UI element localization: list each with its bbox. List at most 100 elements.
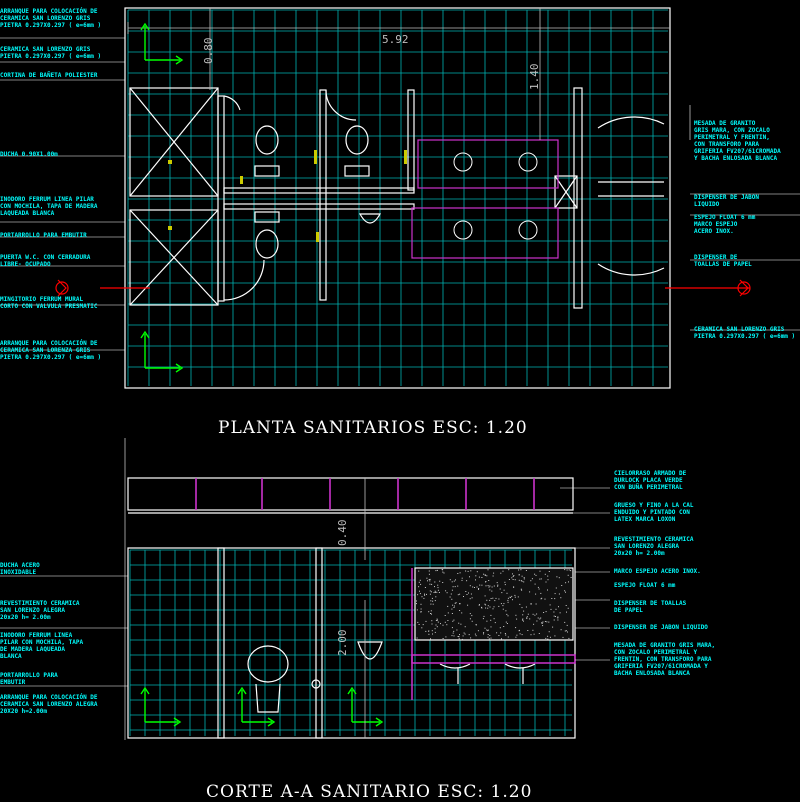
mirror-speck	[505, 621, 507, 623]
mirror-speck	[565, 605, 567, 606]
mirror-speck	[517, 596, 519, 598]
mirror-speck	[445, 590, 447, 592]
plan-tile-grid	[127, 9, 668, 386]
mirror-speck	[490, 626, 492, 628]
mirror-speck	[504, 633, 506, 634]
mirror-speck	[545, 637, 547, 639]
mirror-speck	[557, 617, 559, 619]
mirror-speck	[454, 602, 456, 604]
mirror-speck	[547, 589, 548, 591]
mirror-speck	[437, 584, 439, 586]
mirror-speck	[451, 613, 453, 614]
mirror-speck	[512, 573, 513, 575]
mirror-speck	[554, 635, 556, 637]
mirror-speck	[558, 577, 560, 579]
mirror-speck	[459, 603, 461, 605]
mirror-speck	[521, 589, 523, 591]
mirror-speck	[451, 581, 453, 583]
mirror-speck	[507, 615, 509, 617]
mirror-speck	[470, 570, 472, 572]
section-mirror	[411, 567, 576, 700]
mirror-speck	[425, 630, 427, 632]
mirror-speck	[484, 603, 486, 605]
mirror-speck	[416, 600, 417, 602]
mirror-speck	[564, 590, 566, 592]
mirror-speck	[465, 591, 467, 592]
mirror-speck	[516, 634, 518, 636]
mirror-speck	[458, 636, 460, 638]
mirror-speck	[519, 603, 521, 605]
mirror-speck	[481, 584, 483, 586]
mirror-speck	[451, 589, 453, 591]
mirror-speck	[523, 620, 524, 622]
section-ceiling-joists	[195, 478, 535, 510]
mirror-speck	[530, 634, 532, 636]
section-note-left-1: DUCHA ACERO INOXIDABLE	[0, 562, 40, 576]
mirror-speck	[515, 627, 517, 629]
mirror-speck	[527, 630, 529, 631]
mirror-speck	[442, 571, 444, 573]
plan-note-left-8: MINGITORIO FERRUM MURAL CORTO CON VALVUL…	[0, 296, 98, 310]
mirror-speck	[491, 586, 493, 588]
section-note-right-5: ESPEJO FLOAT 6 mm	[614, 582, 676, 589]
mirror-speck	[508, 579, 510, 580]
mirror-speck	[521, 575, 523, 577]
mirror-speck	[518, 569, 520, 571]
mirror-speck	[421, 596, 423, 598]
mirror-speck	[481, 607, 483, 609]
plan-note-left-3: CORTINA DE BAÑETA POLIESTER	[0, 72, 98, 79]
mirror-speck	[421, 627, 423, 629]
mirror-speck	[451, 598, 453, 600]
mirror-speck	[459, 634, 460, 636]
mirror-speck	[535, 574, 537, 576]
mirror-speck	[559, 612, 561, 614]
mirror-speck	[497, 585, 499, 587]
mirror-speck	[471, 615, 473, 617]
mirror-speck	[436, 591, 438, 593]
mirror-speck	[486, 629, 488, 631]
mirror-speck	[453, 607, 455, 608]
mirror-speck	[557, 616, 559, 618]
mirror-speck	[470, 593, 472, 595]
mirror-speck	[418, 581, 420, 583]
mirror-speck	[453, 630, 455, 632]
mirror-speck	[487, 607, 489, 609]
mirror-speck	[556, 576, 558, 578]
mirror-speck	[566, 624, 568, 626]
mirror-speck	[417, 594, 419, 596]
mirror-speck	[431, 620, 433, 622]
mirror-speck	[505, 634, 507, 636]
mirror-speck	[537, 617, 539, 619]
mirror-speck	[458, 638, 460, 640]
mirror-speck	[495, 597, 497, 599]
mirror-speck	[523, 610, 525, 612]
mirror-speck	[553, 619, 555, 621]
mirror-speck	[540, 578, 542, 580]
mirror-speck	[493, 572, 495, 574]
mirror-speck	[490, 598, 492, 599]
mirror-speck	[431, 597, 433, 599]
mirror-speck	[500, 632, 502, 634]
mirror-speck	[469, 576, 470, 578]
mirror-speck	[523, 578, 525, 580]
mirror-speck	[489, 635, 491, 636]
mirror-speck	[450, 593, 452, 595]
mirror-speck	[447, 620, 449, 621]
mirror-speck	[540, 592, 542, 594]
mirror-speck	[488, 638, 490, 640]
mirror-speck	[463, 632, 465, 634]
mirror-speck	[523, 577, 525, 579]
plan-note-left-1: ARRANQUE PARA COLOCACIÓN DE CERAMICA SAN…	[0, 8, 102, 29]
mirror-speck	[436, 569, 438, 571]
mirror-speck	[522, 619, 523, 621]
mirror-speck	[555, 587, 557, 589]
mirror-speck	[493, 606, 495, 608]
mirror-speck	[506, 592, 508, 594]
mirror-speck	[477, 630, 479, 632]
mirror-speck	[521, 580, 523, 582]
mirror-speck	[564, 630, 566, 632]
mirror-speck	[497, 584, 499, 586]
mirror-speck	[534, 614, 536, 616]
mirror-speck	[475, 579, 476, 581]
mirror-speck	[430, 610, 432, 612]
